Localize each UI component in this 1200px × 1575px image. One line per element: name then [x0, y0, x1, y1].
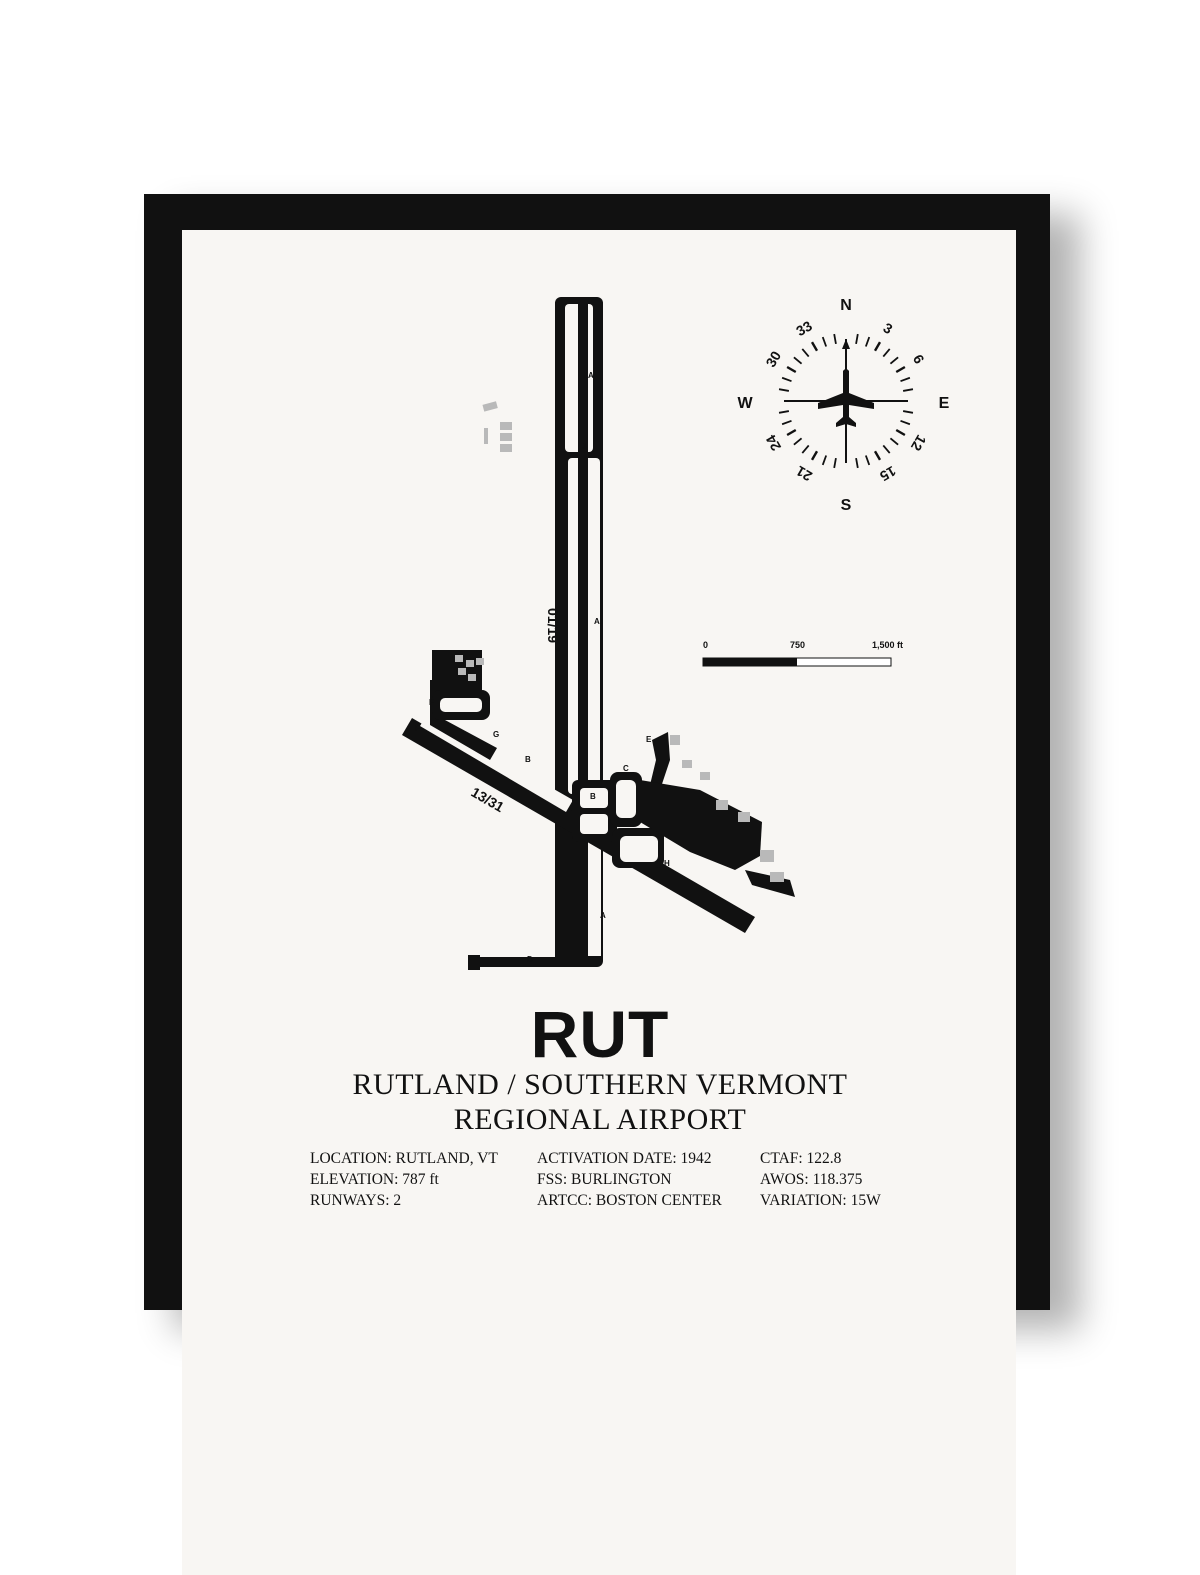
compass-heading: 15 [877, 463, 899, 485]
taxiway-label: F [429, 698, 434, 707]
compass-tick [801, 348, 810, 358]
compass-heading: 12 [908, 432, 930, 454]
compass-tick [810, 450, 819, 461]
scale-tick-1500: 1,500 ft [872, 640, 903, 650]
taxiway-label: B [525, 755, 531, 764]
compass-tick [873, 450, 882, 461]
compass-tick [801, 444, 810, 454]
info-ctaf: CTAF: 122.8 [760, 1150, 842, 1167]
airplane-icon [818, 369, 874, 427]
compass-tick [902, 410, 914, 414]
taxiway-label: F [415, 724, 420, 733]
runway-01-19 [555, 297, 603, 967]
compass-tick [889, 437, 899, 446]
scale-tick-0: 0 [703, 640, 708, 650]
compass-cardinal: N [840, 297, 852, 314]
compass-tick [781, 376, 792, 383]
taxiway-label: A [600, 911, 606, 920]
compass-tick [889, 356, 899, 365]
compass-tick [810, 341, 819, 352]
compass-tick [821, 455, 828, 466]
compass-tick [864, 455, 871, 466]
compass-tick [793, 356, 803, 365]
taxiway-label: H [664, 859, 670, 868]
compass-cardinal: S [841, 497, 852, 514]
compass-tick [786, 365, 797, 374]
info-runways: RUNWAYS: 2 [310, 1192, 402, 1209]
compass-rose: N E S W 36 12 15 21 24 30 33 [737, 297, 949, 514]
compass-tick [895, 428, 906, 437]
info-fss: FSS: BURLINGTON [537, 1171, 672, 1188]
compass-heading: 33 [793, 317, 815, 339]
info-awos: AWOS: 118.375 [760, 1171, 863, 1188]
scale-tick-750: 750 [790, 640, 805, 650]
compass-tick [778, 388, 790, 392]
compass-tick [900, 376, 911, 383]
taxiway-label: A [588, 371, 594, 380]
taxiway-label: E [646, 735, 652, 744]
taxiway-label: B [590, 792, 596, 801]
compass-tick [855, 457, 859, 469]
compass-heading: 30 [762, 348, 784, 370]
info-column-2: ACTIVATION DATE: 1942 FSS: BURLINGTON AR… [537, 1148, 722, 1211]
info-column-1: LOCATION: RUTLAND, VT ELEVATION: 787 ft … [310, 1148, 498, 1211]
compass-tick [882, 348, 891, 358]
compass-tick [821, 336, 828, 347]
compass-tick [895, 365, 906, 374]
west-apron [432, 650, 484, 690]
compass-tick [833, 333, 837, 345]
compass-heading: 21 [793, 463, 815, 485]
compass-tick [781, 419, 792, 426]
taxiway-network [430, 680, 670, 970]
taxiway-label: J [582, 442, 586, 451]
compass-tick [873, 341, 882, 352]
compass-tick [882, 444, 891, 454]
compass-tick [786, 428, 797, 437]
east-apron [640, 735, 795, 897]
compass-tick [778, 410, 790, 414]
compass-heading: 6 [910, 352, 928, 367]
compass-cardinal: W [737, 395, 753, 412]
airport-name-line1: RUTLAND / SOUTHERN VERMONT [352, 1068, 848, 1101]
taxiway-label: G [493, 730, 499, 739]
north-buildings [482, 401, 512, 452]
compass-tick [902, 388, 914, 392]
runway-label-01-19: 01/19 [545, 608, 561, 643]
taxiway-label: D [527, 955, 533, 964]
compass-tick [855, 333, 859, 345]
compass-tick [833, 457, 837, 469]
scale-bar: 0 750 1,500 ft [702, 640, 903, 667]
compass-heading: 24 [762, 432, 784, 454]
airport-code: RUT [530, 997, 670, 1071]
compass-heading: 3 [881, 319, 896, 337]
info-location: LOCATION: RUTLAND, VT [310, 1150, 498, 1167]
compass-tick [900, 419, 911, 426]
north-arrow-icon [842, 339, 850, 349]
info-variation: VARIATION: 15W [760, 1192, 881, 1209]
info-artcc: ARTCC: BOSTON CENTER [537, 1192, 722, 1209]
info-elevation: ELEVATION: 787 ft [310, 1171, 439, 1188]
info-column-3: CTAF: 122.8 AWOS: 118.375 VARIATION: 15W [760, 1148, 881, 1211]
taxiway-label: A [594, 617, 600, 626]
airport-name-line2: REGIONAL AIRPORT [453, 1103, 747, 1136]
compass-tick [864, 336, 871, 347]
compass-tick [793, 437, 803, 446]
compass-cardinal: E [939, 395, 950, 412]
taxiway-label: C [623, 764, 629, 773]
info-activation-date: ACTIVATION DATE: 1942 [537, 1150, 712, 1167]
